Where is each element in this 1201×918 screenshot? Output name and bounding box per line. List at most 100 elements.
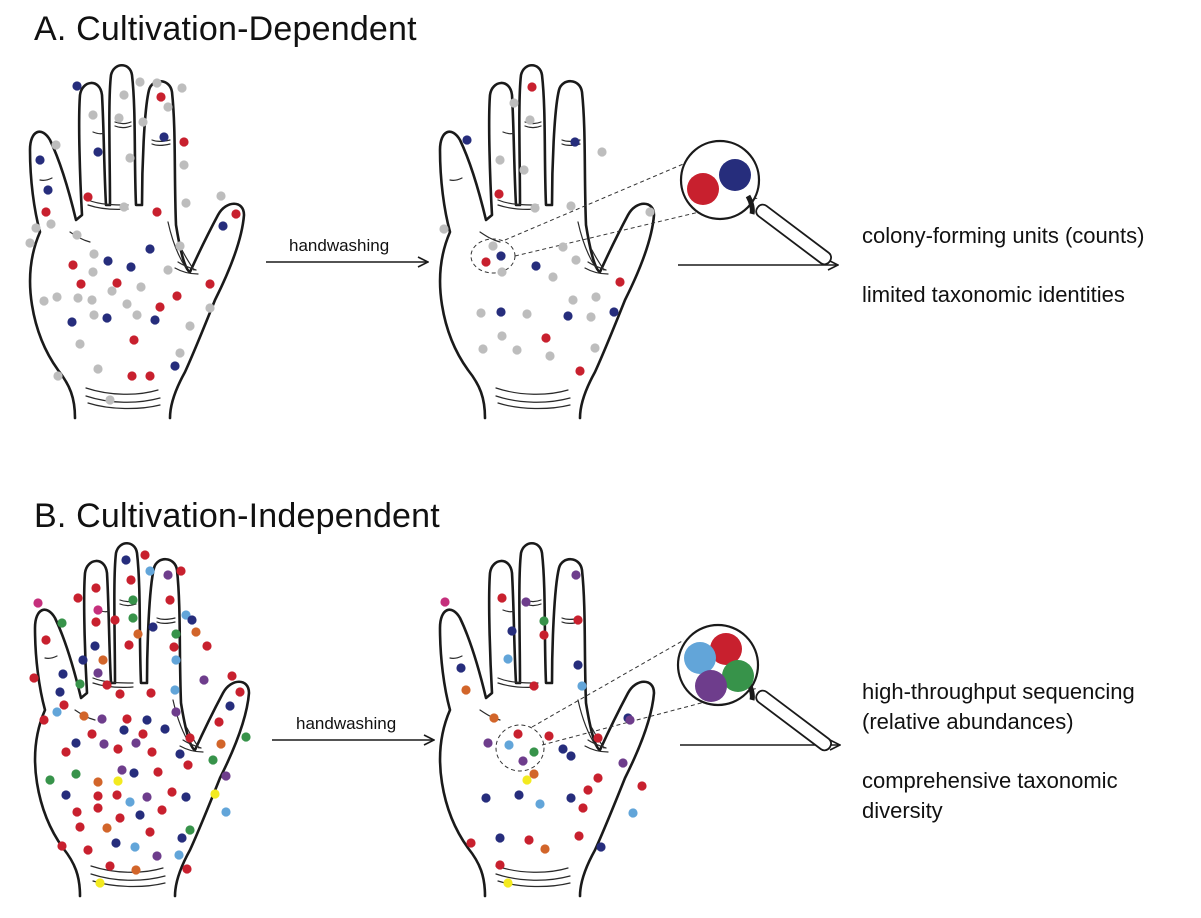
bacteria-dot	[525, 115, 535, 125]
bacteria-dot	[456, 663, 466, 673]
bacteria-dot	[483, 738, 493, 748]
bacteria-dot	[478, 344, 488, 354]
bacteria-dot	[488, 241, 498, 251]
bacteria-dot	[61, 747, 71, 757]
bacteria-dot	[76, 279, 86, 289]
bacteria-dot	[497, 267, 507, 277]
bacteria-dot	[122, 714, 132, 724]
bacteria-dot	[107, 286, 117, 296]
bacteria-dot	[52, 292, 62, 302]
bacteria-dot	[504, 740, 514, 750]
bacteria-dot	[530, 203, 540, 213]
bacteria-dot	[89, 310, 99, 320]
bacteria-dot	[558, 744, 568, 754]
outcome-b-sequencing: high-throughput sequencing (relative abu…	[862, 679, 1135, 734]
bacteria-dot	[535, 799, 545, 809]
bacteria-dot	[93, 668, 103, 678]
bacteria-dot	[597, 147, 607, 157]
bacteria-dot	[125, 153, 135, 163]
bacteria-dot	[128, 613, 138, 623]
bacteria-dot	[29, 673, 39, 683]
bacteria-dot	[544, 731, 554, 741]
bacteria-dot	[72, 81, 82, 91]
bacteria-dot	[628, 808, 638, 818]
bacteria-dot	[205, 279, 215, 289]
bacteria-dot	[481, 793, 491, 803]
bacteria-dot	[159, 132, 169, 142]
bacteria-dot	[514, 790, 524, 800]
bacteria-dot	[509, 98, 519, 108]
panel-a-title: A. Cultivation-Dependent	[34, 10, 417, 48]
bacteria-dot	[466, 838, 476, 848]
bacteria-dot	[67, 317, 77, 327]
bacteria-dot	[90, 641, 100, 651]
bacteria-dot	[461, 685, 471, 695]
colony-navy	[719, 159, 751, 191]
bacteria-dot	[111, 838, 121, 848]
bacteria-dot	[51, 140, 61, 150]
bacteria-dot	[218, 221, 228, 231]
bacteria-dot	[519, 165, 529, 175]
bacteria-dot	[507, 626, 517, 636]
bacteria-dot	[160, 724, 170, 734]
bacteria-dot	[61, 790, 71, 800]
bacteria-dot	[241, 732, 251, 742]
bacteria-dot	[170, 361, 180, 371]
bacteria-dot	[72, 230, 82, 240]
bacteria-dot	[102, 313, 112, 323]
bacteria-dot	[45, 775, 55, 785]
bacteria-dot	[146, 688, 156, 698]
bacteria-dot	[57, 841, 67, 851]
bacteria-dot	[596, 842, 606, 852]
bacteria-dot	[593, 773, 603, 783]
bacteria-dot	[53, 371, 63, 381]
bacteria-dot	[568, 295, 578, 305]
bacteria-dot	[167, 787, 177, 797]
bacteria-dot	[119, 725, 129, 735]
bacteria-dot	[615, 277, 625, 287]
bacteria-dot	[59, 700, 69, 710]
bacteria-dot	[126, 262, 136, 272]
bacteria-dot	[221, 807, 231, 817]
bacteria-dot	[41, 635, 51, 645]
bacteria-dot	[89, 249, 99, 259]
bacteria-dot	[129, 768, 139, 778]
hand-a-before	[28, 63, 246, 420]
bacteria-dot	[205, 303, 215, 313]
bacteria-dot	[574, 831, 584, 841]
bacteria-dot	[97, 714, 107, 724]
bacteria-dot	[124, 640, 134, 650]
bacteria-dot	[72, 807, 82, 817]
sample-spot-b	[495, 724, 545, 772]
bacteria-dot	[497, 593, 507, 603]
bacteria-dot	[227, 671, 237, 681]
bacteria-dots-a-after	[439, 82, 655, 376]
bacteria-dot	[512, 345, 522, 355]
bacteria-dot	[39, 296, 49, 306]
bacteria-dot	[145, 827, 155, 837]
bacteria-dot	[121, 555, 131, 565]
bacteria-dot	[163, 102, 173, 112]
bacteria-dot	[440, 597, 450, 607]
bacteria-dot	[593, 733, 603, 743]
bacteria-dot	[83, 192, 93, 202]
bacteria-dot	[41, 207, 51, 217]
bacteria-dot	[183, 760, 193, 770]
bacteria-dot	[52, 707, 62, 717]
bacteria-dot	[609, 307, 619, 317]
bacteria-dot	[495, 155, 505, 165]
bacteria-dot	[171, 629, 181, 639]
outcome-b-diversity: comprehensive taxonomic diversity	[862, 768, 1118, 823]
handwashing-label-a: handwashing	[289, 236, 390, 255]
bacteria-dot	[93, 147, 103, 157]
bacteria-dot	[529, 681, 539, 691]
bacteria-dot	[181, 198, 191, 208]
bacteria-dot	[185, 321, 195, 331]
bacteria-dot	[93, 364, 103, 374]
bacteria-dot	[548, 272, 558, 282]
bacteria-dot	[102, 680, 112, 690]
bacteria-dot	[93, 791, 103, 801]
bacteria-dot	[199, 675, 209, 685]
bacteria-dot	[43, 185, 53, 195]
bacteria-dot	[583, 785, 593, 795]
